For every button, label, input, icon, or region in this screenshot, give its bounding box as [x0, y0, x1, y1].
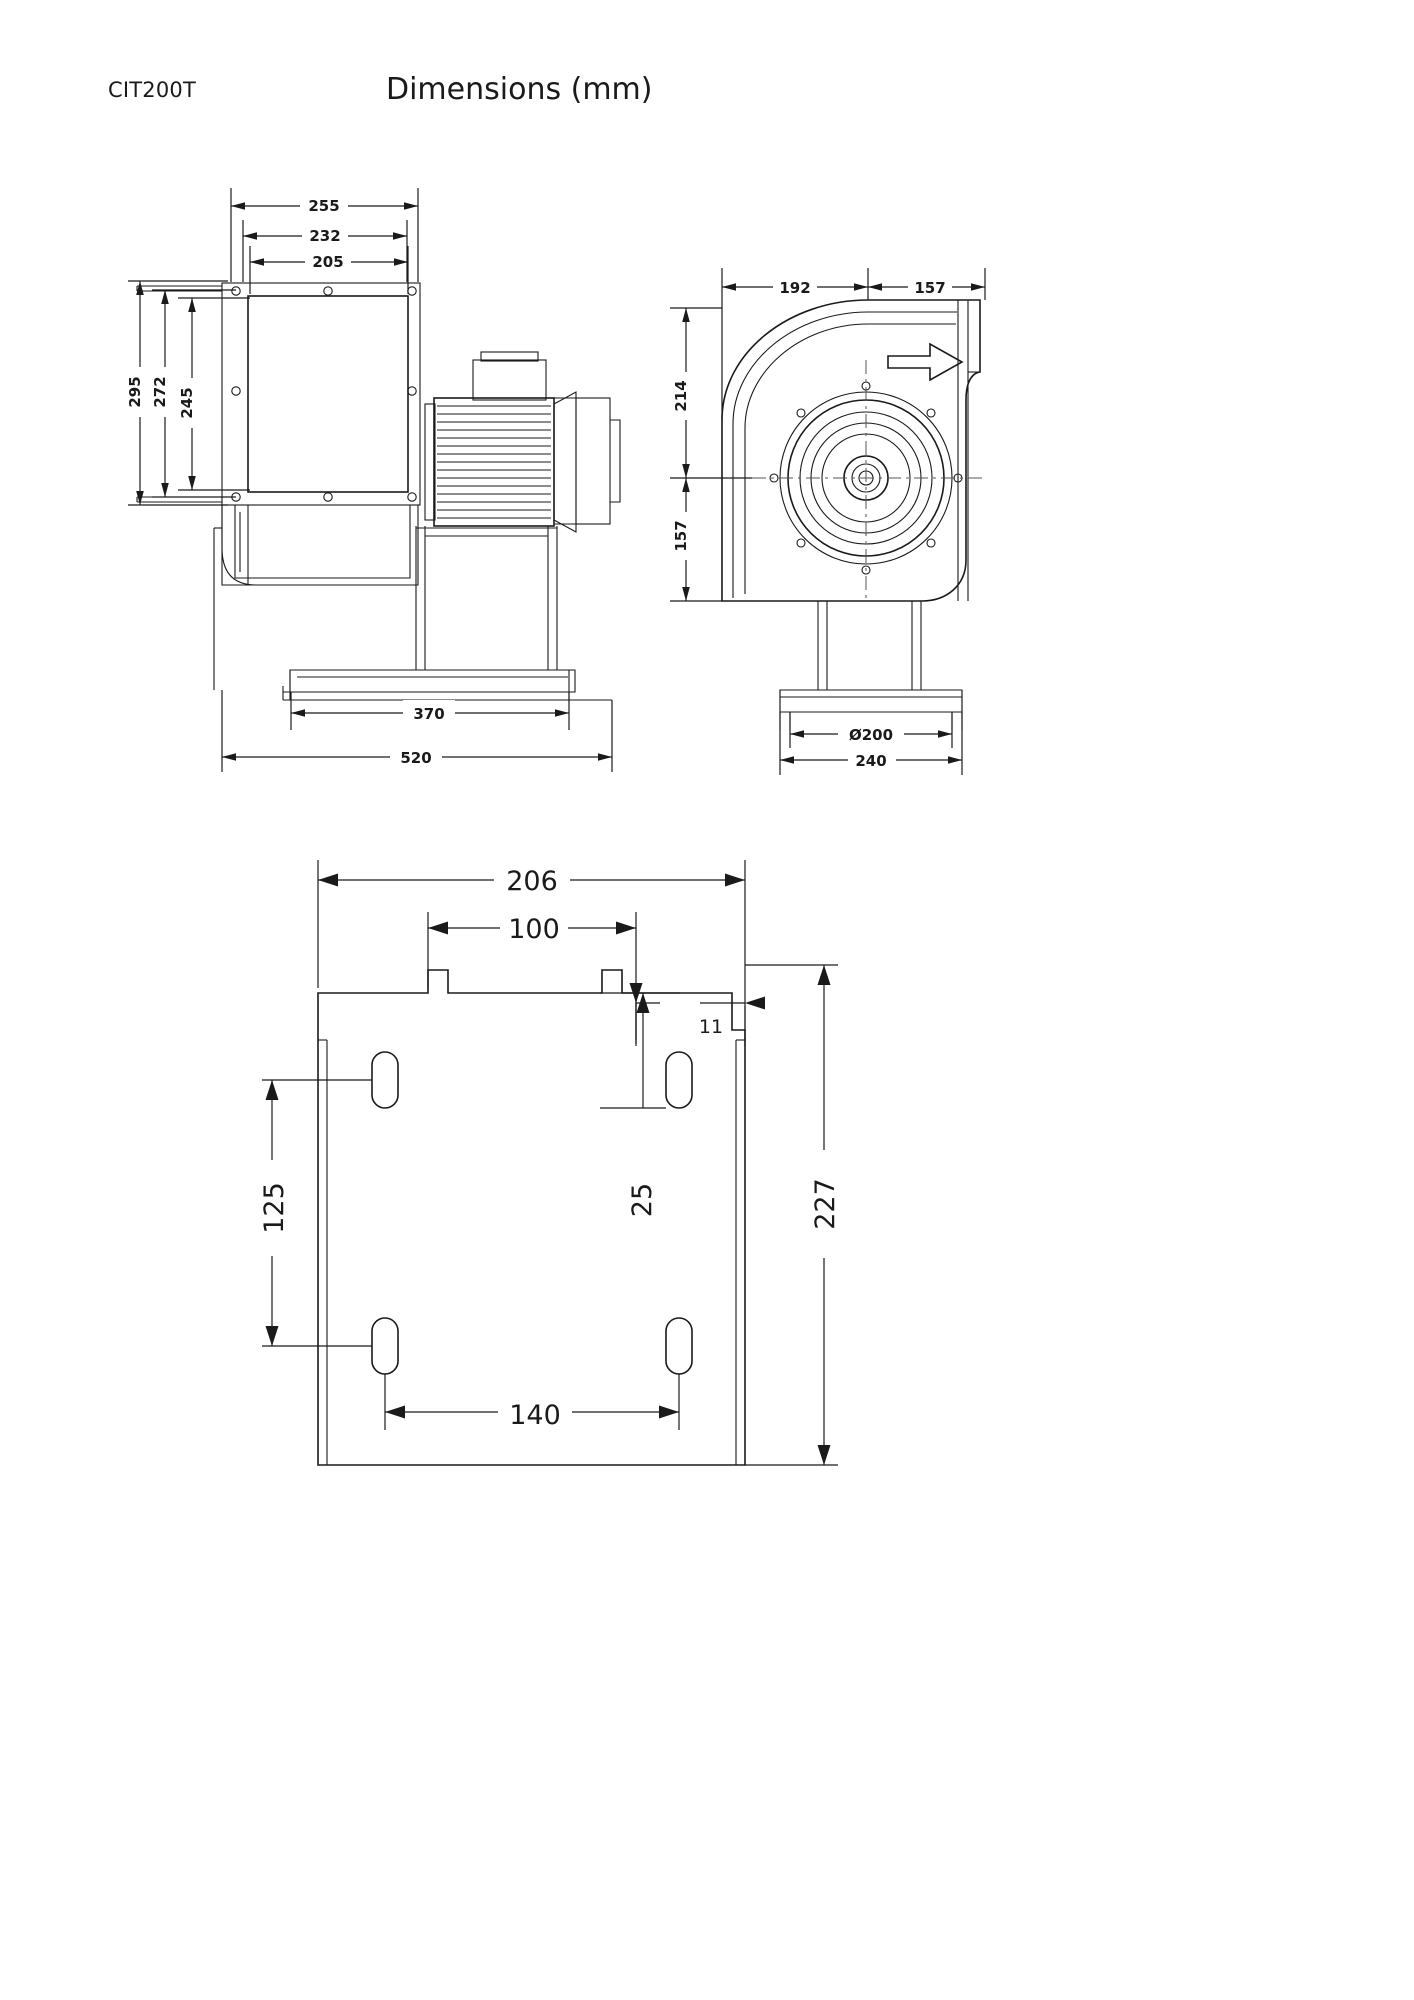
dim-272-label: 272 — [151, 376, 169, 407]
model-code-label: CIT200T — [108, 78, 196, 102]
mounting-slot — [665, 1051, 693, 1109]
dim-245-label: 245 — [178, 387, 196, 418]
dim-227-label: 227 — [810, 1178, 841, 1230]
dim-125-label: 125 — [259, 1182, 290, 1234]
mounting-slot — [371, 1317, 399, 1375]
front-elevation-view: 192 157 214 157 Ø200 — [670, 268, 986, 775]
dim-157-top-label: 157 — [914, 279, 945, 297]
dim-157-vert-label: 157 — [672, 520, 690, 551]
dim-255-label: 255 — [308, 197, 339, 215]
dim-140-label: 140 — [509, 1400, 561, 1431]
dim-25-label: 25 — [627, 1183, 658, 1217]
dim-100-label: 100 — [508, 914, 560, 945]
dim-205-label: 205 — [312, 253, 343, 271]
dim-206-label: 206 — [506, 866, 558, 897]
dim-192-label: 192 — [779, 279, 810, 297]
dim-214-label: 214 — [672, 380, 690, 411]
dim-11-label: 11 — [699, 1016, 723, 1038]
dim-diameter-200-label: Ø200 — [849, 726, 893, 744]
airflow-direction-arrow — [887, 342, 964, 382]
mounting-slot — [665, 1317, 693, 1375]
dim-370-label: 370 — [413, 705, 444, 723]
dim-520-label: 520 — [400, 749, 431, 767]
dim-295-label: 295 — [126, 376, 144, 407]
base-plate-plan-view: 206 100 11 125 25 — [254, 860, 846, 1466]
mounting-slot — [371, 1051, 399, 1109]
dim-240-label: 240 — [855, 752, 886, 770]
page-title: Dimensions (mm) — [386, 72, 653, 107]
side-elevation-view: 255 232 205 295 272 — [126, 188, 621, 772]
dim-232-label: 232 — [309, 227, 340, 245]
